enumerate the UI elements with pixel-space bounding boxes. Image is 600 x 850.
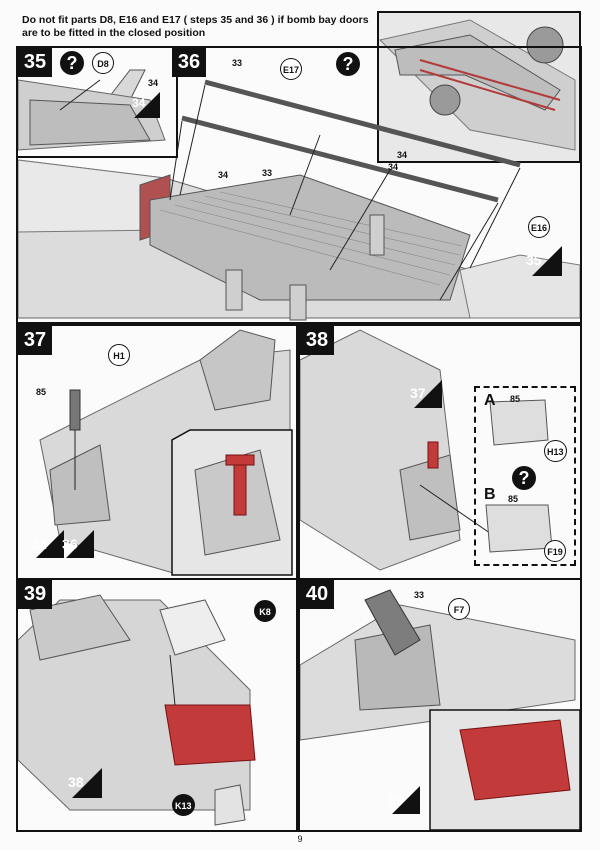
bomb-bay-illustration bbox=[17, 69, 581, 321]
nose-illustration-39 bbox=[17, 594, 256, 826]
cockpit-illustration-40 bbox=[299, 589, 581, 831]
help-icon: ? bbox=[512, 466, 536, 490]
part-label-d8: D8 bbox=[92, 52, 114, 74]
part-label-h1: H1 bbox=[108, 344, 130, 366]
panel-steps-35-36 bbox=[16, 46, 582, 324]
help-icon: ? bbox=[336, 52, 360, 76]
option-b-label: B bbox=[484, 486, 496, 503]
part-label-k8: K8 bbox=[254, 600, 276, 622]
step-number-40: 40 bbox=[300, 579, 334, 609]
panel-step-35-inset bbox=[16, 46, 178, 158]
part-label-k13: K13 bbox=[172, 794, 195, 816]
part-number-85-a: 85 bbox=[510, 394, 521, 404]
part-number-33-mid: 33 bbox=[262, 168, 273, 178]
part-number-34-d8: 34 bbox=[148, 78, 159, 88]
part-number-33-top: 33 bbox=[232, 58, 243, 68]
panel-step-39 bbox=[16, 578, 298, 832]
part-label-h13: H13 bbox=[544, 440, 567, 462]
step-number-37: 37 bbox=[18, 325, 52, 355]
part-number-33-f7: 33 bbox=[414, 590, 425, 600]
nose-illustration-37 bbox=[39, 329, 293, 576]
part-number-34-mid: 34 bbox=[388, 162, 399, 172]
step-number-39: 39 bbox=[18, 579, 52, 609]
option-a-label: A bbox=[484, 392, 496, 409]
part-label-f7: F7 bbox=[448, 598, 470, 620]
part-number-34-top: 34 bbox=[397, 150, 408, 160]
part-number-85-h1: 85 bbox=[36, 387, 47, 397]
step-number-35: 35 bbox=[18, 47, 52, 77]
option-box bbox=[474, 386, 576, 566]
page-number: 9 bbox=[297, 834, 303, 844]
step-number-36: 36 bbox=[172, 47, 206, 77]
part-label-e17: E17 bbox=[280, 58, 303, 80]
part-label-f19: F19 bbox=[544, 540, 566, 562]
step-number-38: 38 bbox=[300, 325, 334, 355]
help-icon: ? bbox=[60, 51, 84, 75]
assembly-note: Do not fit parts D8, E16 and E17 ( steps… bbox=[22, 14, 369, 39]
part-number-34-tray: 34 bbox=[218, 170, 229, 180]
part-label-e16: E16 bbox=[528, 216, 551, 238]
part-number-85-b: 85 bbox=[508, 494, 519, 504]
panel-step-40 bbox=[298, 578, 582, 832]
